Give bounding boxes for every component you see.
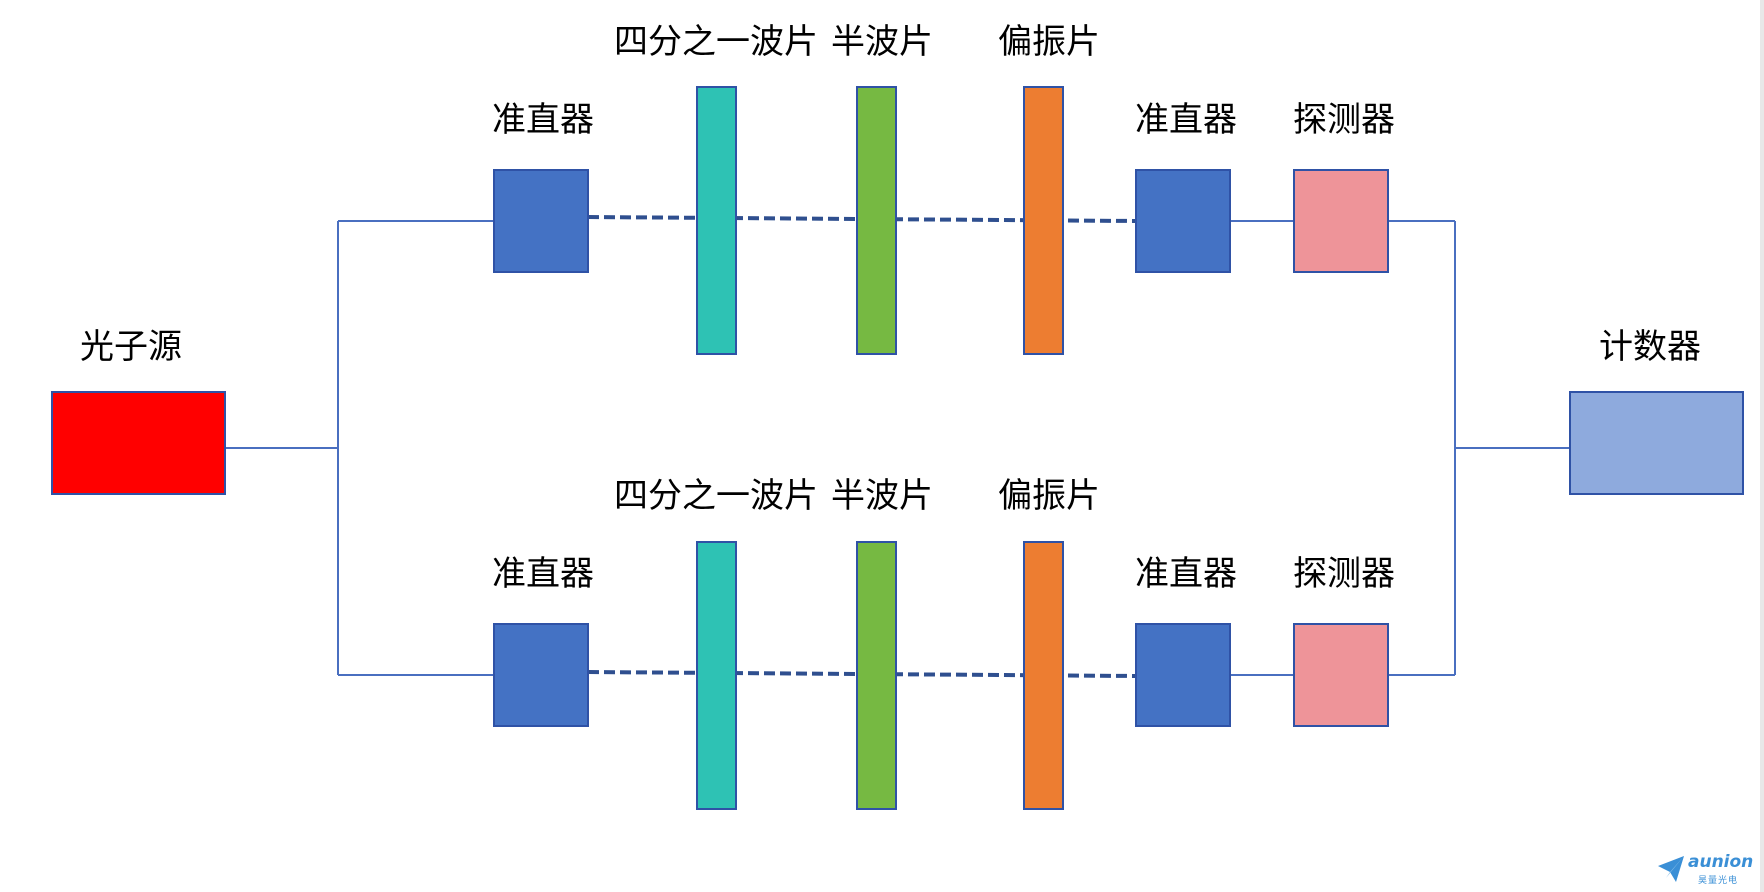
logo-name: aunion: [1688, 852, 1754, 872]
photon-source-label: 光子源: [80, 327, 182, 367]
scrollbar-edge: [1760, 0, 1764, 892]
top-half-wave-plate-label: 半波片: [831, 22, 933, 62]
counter-label: 计数器: [1599, 327, 1701, 367]
logo-subtitle: 昊量光电: [1698, 876, 1739, 886]
top-polarizer-label: 偏振片: [998, 22, 1100, 62]
bottom-collimator-in-box: [493, 623, 589, 727]
bottom-quarter-wave-plate-label: 四分之一波片: [614, 476, 818, 516]
bottom-collimator-in-label: 准直器: [492, 554, 594, 594]
bottom-half-wave-plate: [856, 541, 897, 810]
top-collimator-out-label: 准直器: [1135, 100, 1237, 140]
top-half-wave-plate: [856, 86, 897, 355]
connection-lines: [225, 220, 1570, 676]
counter-box: [1569, 391, 1744, 495]
bottom-detector-box: [1293, 623, 1389, 727]
top-collimator-out-box: [1135, 169, 1231, 273]
aunion-logo: aunion 昊量光电: [1656, 852, 1760, 888]
top-quarter-wave-plate-label: 四分之一波片: [614, 22, 818, 62]
bottom-collimator-out-box: [1135, 623, 1231, 727]
bottom-detector-label: 探测器: [1293, 554, 1395, 594]
top-collimator-in-box: [493, 169, 589, 273]
bottom-polarizer-label: 偏振片: [998, 476, 1100, 516]
top-quarter-wave-plate: [696, 86, 737, 355]
bottom-polarizer: [1023, 541, 1064, 810]
top-polarizer: [1023, 86, 1064, 355]
bottom-arm: [493, 541, 1389, 810]
bottom-quarter-wave-plate: [696, 541, 737, 810]
top-detector-label: 探测器: [1293, 100, 1395, 140]
bottom-half-wave-plate-label: 半波片: [831, 476, 933, 516]
photon-source-box: [51, 391, 226, 495]
paper-plane-icon: [1658, 856, 1684, 882]
top-arm: [493, 86, 1389, 355]
top-collimator-in-label: 准直器: [492, 100, 594, 140]
top-detector-box: [1293, 169, 1389, 273]
bottom-collimator-out-label: 准直器: [1135, 554, 1237, 594]
